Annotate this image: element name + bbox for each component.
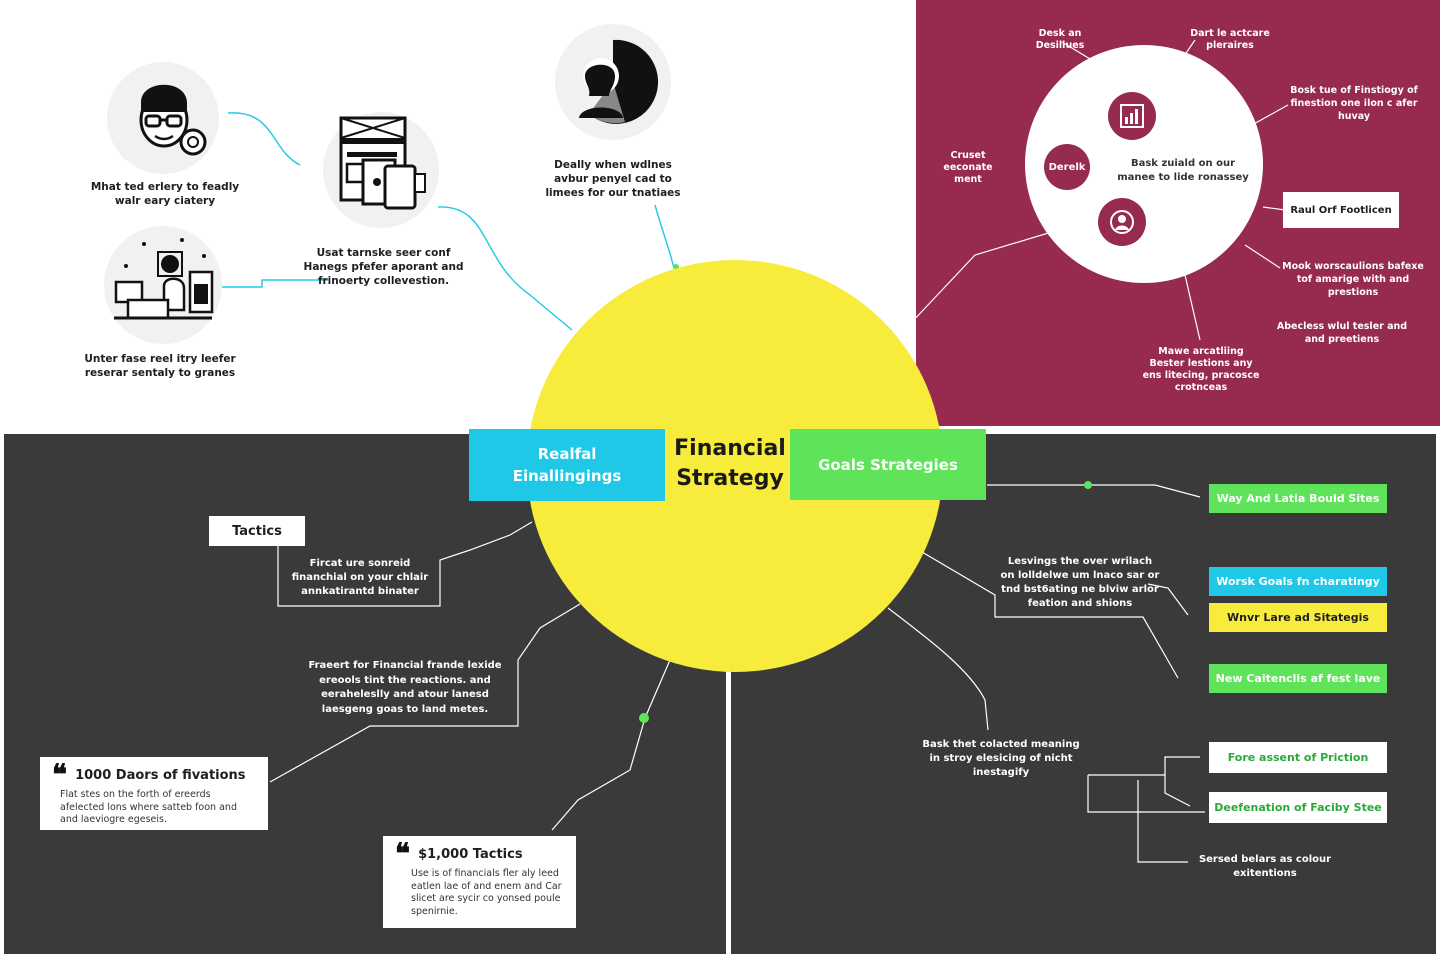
maroon-label-left: Cruset eeconate ment	[943, 150, 993, 185]
right-text-1: Lesvings the over wrilach on lolldelwe u…	[1000, 556, 1160, 609]
maroon-label-top-left: Desk an Desiliues	[1035, 28, 1085, 51]
maroon-chart-node[interactable]	[1108, 92, 1156, 140]
maroon-label-box-text: Raul Orf Footlicen	[1290, 204, 1392, 216]
maroon-label-right-lower: Abecless wlul tesler and and preetiens	[1276, 321, 1408, 345]
head-icon-circle	[555, 24, 671, 140]
maroon-label-right-upper: Bosk tue of Finstiogy of finestion one i…	[1290, 85, 1418, 122]
strategy-box-4-label: New Caitenclis af fest lave	[1215, 672, 1381, 685]
strategy-box-2-label: Worsk Goals fn charatingy	[1216, 575, 1380, 588]
strategy-box-6[interactable]: Deefenation of Faciby Stee	[1209, 792, 1387, 823]
head-silhouette-icon	[579, 39, 659, 124]
strategy-box-5[interactable]: Fore assent of Priction	[1209, 742, 1387, 773]
quote-card-2-body: Use is of financials fler aly leed eatle…	[411, 868, 562, 917]
person-caption: Mhat ted erlery to feadly walr eary ciat…	[90, 181, 240, 207]
maroon-label-bottom: Mawe arcatliing Bester lestions any ens …	[1142, 346, 1260, 393]
quote-card-2-title: $1,000 Tactics	[418, 846, 523, 862]
center-title-line2: Strategy	[676, 466, 784, 491]
lower-middle-text: Fraeert for Financial frande lexide ereo…	[308, 660, 502, 715]
maroon-node-label: Derelk	[1048, 161, 1086, 173]
maroon-label-right-mid: Mook worscaulions bafexe tof amarige wit…	[1282, 261, 1424, 298]
documents-icon	[339, 116, 426, 210]
quote-card-1-body: Flat stes on the forth of ereerds afelec…	[60, 789, 237, 825]
center-left-label: Realfal Einallingings	[512, 445, 622, 485]
user-icon	[1110, 210, 1134, 234]
workspace-caption: Unter fase reel itry leefer reserar sent…	[84, 353, 236, 379]
tactics-box[interactable]: Tactics	[209, 516, 305, 546]
person-with-glasses-icon	[139, 84, 207, 156]
maroon-center-caption: Bask zuiald on our manee to lide ronasse…	[1117, 158, 1249, 183]
quote-card-2[interactable]: ❝ $1,000 Tactics Use is of financials fl…	[383, 836, 576, 928]
quote-card-1-title: 1000 Daors of fivations	[75, 767, 246, 783]
head-caption: Deally when wdlnes avbur penyel cad to l…	[545, 159, 681, 199]
quote-card-1-title-row: ❝ 1000 Daors of fivations	[52, 758, 256, 791]
maroon-user-node[interactable]	[1098, 198, 1146, 246]
maroon-label-box[interactable]: Raul Orf Footlicen	[1283, 192, 1399, 228]
center-title: Financial Strategy	[668, 434, 792, 494]
maroon-label-top-right: Dart le actcare pleraires	[1190, 28, 1270, 51]
strategy-box-4[interactable]: New Caitenclis af fest lave	[1209, 664, 1387, 693]
documents-caption: Usat tarnske seer conf Hanegs pfefer apo…	[303, 247, 464, 287]
strategy-box-1-label: Way And Latia Bould Sites	[1216, 492, 1380, 505]
workspace-icon-circle	[104, 226, 222, 344]
strategy-box-2[interactable]: Worsk Goals fn charatingy	[1209, 567, 1387, 596]
center-right-label-box[interactable]: Goals Strategies	[790, 429, 986, 500]
chart-icon	[1120, 104, 1144, 128]
strategy-box-6-label: Deefenation of Faciby Stee	[1214, 801, 1382, 814]
documents-icon-circle	[323, 112, 439, 228]
strategy-box-3[interactable]: Wnvr Lare ad Sitategis	[1209, 603, 1387, 632]
strategy-box-3-label: Wnvr Lare ad Sitategis	[1227, 611, 1369, 624]
quote-mark-icon: ❝	[52, 758, 68, 791]
strategy-box-5-label: Fore assent of Priction	[1227, 751, 1369, 764]
center-right-label: Goals Strategies	[818, 455, 958, 474]
right-text-3: Sersed belars as colour exitentions	[1198, 854, 1332, 879]
tactics-text: Fircat ure sonreid financhial on your ch…	[291, 558, 429, 597]
quote-card-2-title-row: ❝ $1,000 Tactics	[395, 837, 564, 870]
right-text-2: Bask thet colacted meaning in stroy eles…	[922, 739, 1080, 778]
quote-card-1[interactable]: ❝ 1000 Daors of fivations Flat stes on t…	[40, 757, 268, 830]
strategy-box-1[interactable]: Way And Latia Bould Sites	[1209, 484, 1387, 513]
center-left-label-box[interactable]: Realfal Einallingings	[469, 429, 665, 501]
quote-mark-icon: ❝	[395, 837, 411, 870]
person-icon-circle	[107, 62, 219, 174]
tactics-label: Tactics	[232, 523, 282, 539]
workspace-scene-icon	[114, 238, 214, 320]
center-title-line1: Financial	[674, 436, 786, 461]
maroon-derelk-node[interactable]: Derelk	[1044, 144, 1090, 190]
